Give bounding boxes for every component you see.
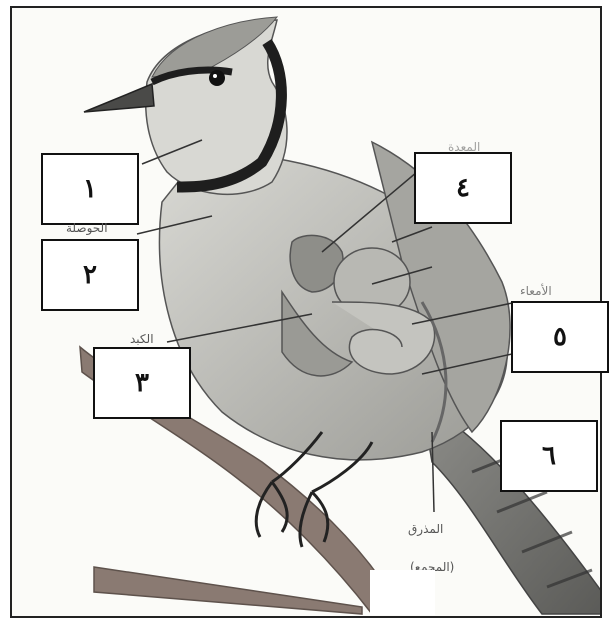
label-cloaca: المذرق — [408, 522, 443, 536]
label-intestines: الأمعاء — [520, 284, 552, 298]
bird-beak — [84, 84, 154, 112]
number-box-2: ٢ — [41, 239, 139, 311]
number-box-4: ٤ — [414, 152, 512, 224]
number-box-6: ٦ — [500, 420, 598, 492]
label-stomach: المعدة — [448, 140, 480, 154]
blank-patch — [370, 570, 435, 615]
number-box-1: ١ — [41, 153, 139, 225]
bird-eye — [209, 70, 225, 86]
label-crop: الحوصلة — [66, 221, 108, 235]
number-box-5: ٥ — [511, 301, 609, 373]
label-liver: الكبد — [130, 332, 154, 346]
number-box-3: ٣ — [93, 347, 191, 419]
